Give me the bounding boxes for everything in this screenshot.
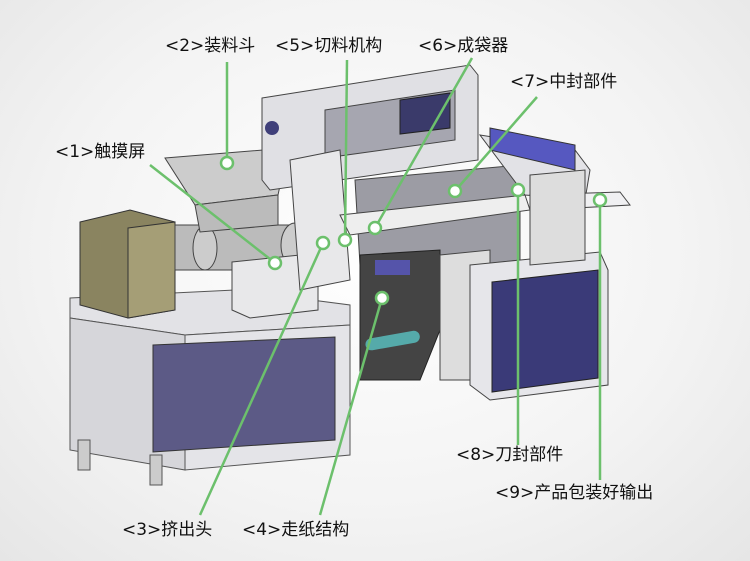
left-table	[69, 289, 351, 486]
label-knife-seal: <8>刀封部件	[456, 445, 564, 465]
leader-5	[343, 59, 349, 241]
label-product-output: <9>产品包装好输出	[495, 483, 654, 503]
leader-3	[198, 242, 325, 516]
label-touch-screen: <1>触摸屏	[55, 142, 146, 162]
leader-4	[318, 297, 384, 516]
dot-8	[510, 182, 526, 198]
label-middle-seal: <7>中封部件	[510, 72, 618, 92]
label-paper-feed: <4>走纸结构	[242, 520, 350, 540]
leader-7	[454, 96, 538, 192]
leader-1	[149, 164, 276, 264]
leader-lines	[149, 57, 608, 516]
dot-5	[337, 232, 353, 248]
label-extrusion-head: <3>挤出头	[122, 520, 213, 540]
dot-2	[219, 155, 235, 171]
dot-3	[315, 235, 331, 251]
dot-4	[374, 290, 390, 306]
label-hopper: <2>装料斗	[165, 36, 256, 56]
label-cutting-mechanism: <5>切料机构	[275, 36, 383, 56]
label-bag-former: <6>成袋器	[418, 36, 509, 56]
motor-box	[79, 209, 176, 319]
center-body	[289, 149, 531, 381]
hopper	[164, 147, 289, 233]
dot-1	[267, 255, 283, 271]
dot-7	[447, 183, 463, 199]
leader-6	[373, 57, 474, 229]
dot-6	[367, 220, 383, 236]
dot-9	[592, 192, 608, 208]
